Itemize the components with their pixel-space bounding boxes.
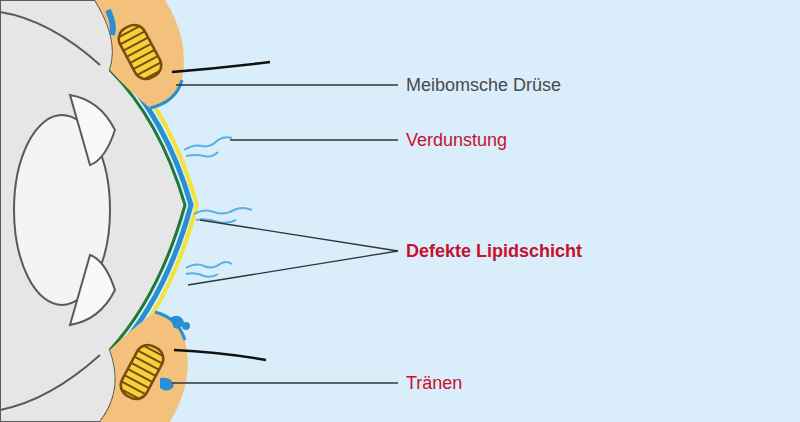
- lipid-layer: [120, 62, 197, 358]
- tear-meniscus: [150, 80, 182, 108]
- sclera-line: [0, 355, 100, 410]
- part-label: Defekte Lipidschicht: [404, 240, 584, 262]
- iris: [70, 95, 115, 165]
- meibomian-gland: [116, 341, 167, 404]
- eyelash: [174, 350, 266, 360]
- tear-meniscus: [155, 312, 185, 340]
- lower-eyelid: [100, 312, 188, 422]
- sclera-line: [0, 12, 100, 65]
- part-label: Tränen: [404, 372, 464, 394]
- part-label: Verdunstung: [404, 129, 509, 151]
- upper-eyelid: [95, 0, 184, 108]
- meibomian-gland: [114, 21, 165, 84]
- tear-gland-duct: [108, 10, 113, 35]
- leader-lines: [172, 85, 398, 383]
- evaporation-wisps: [184, 137, 252, 276]
- eyelash: [172, 62, 270, 72]
- tear-drop: [160, 378, 174, 391]
- eyeball: [0, 0, 185, 422]
- iris: [70, 255, 115, 325]
- tear-drop: [182, 322, 190, 330]
- part-label: Meibomsche Drüse: [404, 74, 563, 96]
- tear-drop: [170, 316, 184, 329]
